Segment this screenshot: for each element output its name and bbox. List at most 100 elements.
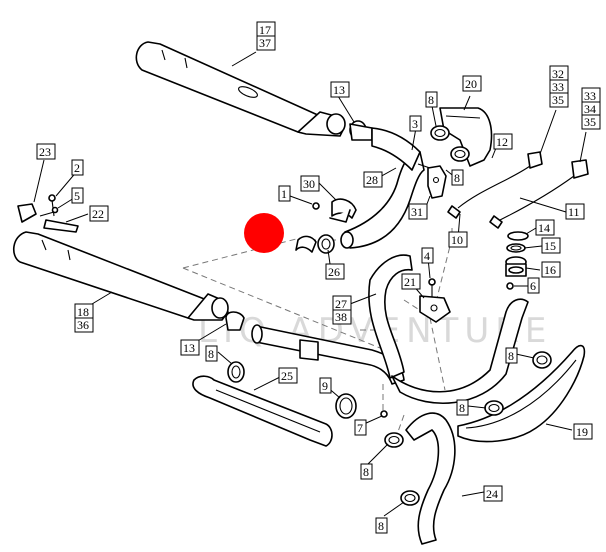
- callout-box: [565, 203, 585, 220]
- callout-number: 9: [322, 379, 328, 393]
- callout-c11: 11: [565, 203, 585, 220]
- callout-box: [456, 399, 469, 416]
- callout-box: [363, 171, 383, 188]
- callout-c16: 16: [541, 261, 561, 278]
- callout-number: 12: [496, 135, 508, 149]
- front-down-pipe: [405, 412, 456, 545]
- callout-number: 28: [366, 173, 378, 187]
- callout-box: [421, 247, 434, 264]
- callout-number: 25: [281, 369, 293, 383]
- callout-number: 3: [412, 117, 418, 131]
- callout-number: 8: [428, 93, 434, 107]
- gasket-rings-top: [430, 125, 470, 162]
- callout-box: [493, 133, 513, 150]
- callout-box: [71, 159, 84, 176]
- callout-number: 10: [451, 233, 463, 247]
- callout-number: 8: [208, 347, 214, 361]
- callout-number: 17: [259, 23, 271, 37]
- callout-number: 38: [335, 310, 347, 324]
- callout-c20: 20: [462, 75, 482, 92]
- callout-box: [541, 237, 561, 254]
- callout-box: [573, 423, 593, 440]
- callout-box: [408, 203, 428, 220]
- callout-number: 35: [584, 115, 596, 129]
- callout-number: 32: [552, 67, 564, 81]
- callout-number: 23: [39, 145, 51, 159]
- callout-c15: 15: [541, 237, 561, 254]
- callout-box: [409, 115, 422, 132]
- callout-c22: 22: [89, 205, 109, 222]
- callout-c13a: 13: [330, 81, 350, 98]
- callout-c8c: 8: [205, 345, 218, 362]
- callout-number: 36: [77, 318, 89, 332]
- oxygen-sensors: [447, 151, 589, 229]
- callout-number: 20: [465, 77, 477, 91]
- callout-box: [462, 75, 482, 92]
- callout-number: 13: [333, 83, 345, 97]
- callout-c25: 25: [278, 367, 298, 384]
- callout-c5: 5: [71, 187, 84, 204]
- callout-c19: 19: [573, 423, 593, 440]
- callout-box: [36, 143, 56, 160]
- callout-c8f: 8: [360, 463, 373, 480]
- callout-box: [278, 185, 291, 202]
- callout-box: [89, 205, 109, 222]
- upper-muffler: [135, 41, 373, 141]
- callout-c12: 12: [493, 133, 513, 150]
- callout-c9: 9: [319, 377, 332, 394]
- callout-box: [541, 261, 561, 278]
- mount-bracket: [417, 163, 447, 199]
- callout-c28: 28: [363, 171, 383, 188]
- callout-number: 4: [424, 249, 430, 263]
- callout-number: 6: [530, 279, 536, 293]
- callout-number: 13: [183, 341, 195, 355]
- callout-number: 11: [568, 205, 580, 219]
- callout-box: [448, 231, 468, 248]
- callout-c24: 24: [483, 485, 503, 502]
- callout-number: 37: [259, 36, 271, 50]
- callout-number: 26: [328, 265, 340, 279]
- lower-header-pipes: [251, 254, 529, 405]
- callout-number: 5: [74, 189, 80, 203]
- callout-c14: 14: [535, 219, 555, 236]
- callout-number: 30: [303, 177, 315, 191]
- callout-box: [483, 485, 503, 502]
- callout-box: [71, 187, 84, 204]
- callout-box: [180, 339, 200, 356]
- lower-heat-shields: [192, 344, 586, 447]
- callout-c21: 21: [401, 273, 421, 290]
- callout-number: 24: [486, 487, 498, 501]
- callout-box: [360, 463, 373, 480]
- callout-c6: 6: [527, 277, 540, 294]
- callout-number: 2: [74, 161, 80, 175]
- callout-box: [425, 91, 438, 108]
- lower-gaskets-and-hardware: [227, 234, 552, 506]
- callout-number: 14: [538, 221, 550, 235]
- callout-number: 33: [552, 80, 564, 94]
- callout-number: 27: [335, 297, 347, 311]
- callout-box: [451, 169, 464, 186]
- callout-number: 8: [363, 465, 369, 479]
- callout-number: 8: [459, 401, 465, 415]
- callout-c1: 1: [278, 185, 291, 202]
- callout-leader-lines: [33, 51, 587, 517]
- callout-c10: 10: [448, 231, 468, 248]
- callout-number: 33: [584, 89, 596, 103]
- callout-number: 22: [92, 207, 104, 221]
- callout-box: [205, 345, 218, 362]
- callout-box: [535, 219, 555, 236]
- upper-header-pipe: [340, 127, 425, 249]
- callout-c4: 4: [421, 247, 434, 264]
- callout-c8g: 8: [375, 517, 388, 534]
- callout-box: [401, 273, 421, 290]
- callout-c8d: 8: [505, 347, 518, 364]
- callout-box: [549, 65, 569, 108]
- callout-box: [581, 87, 601, 130]
- callout-c8a: 8: [425, 91, 438, 108]
- callout-box: [354, 419, 367, 436]
